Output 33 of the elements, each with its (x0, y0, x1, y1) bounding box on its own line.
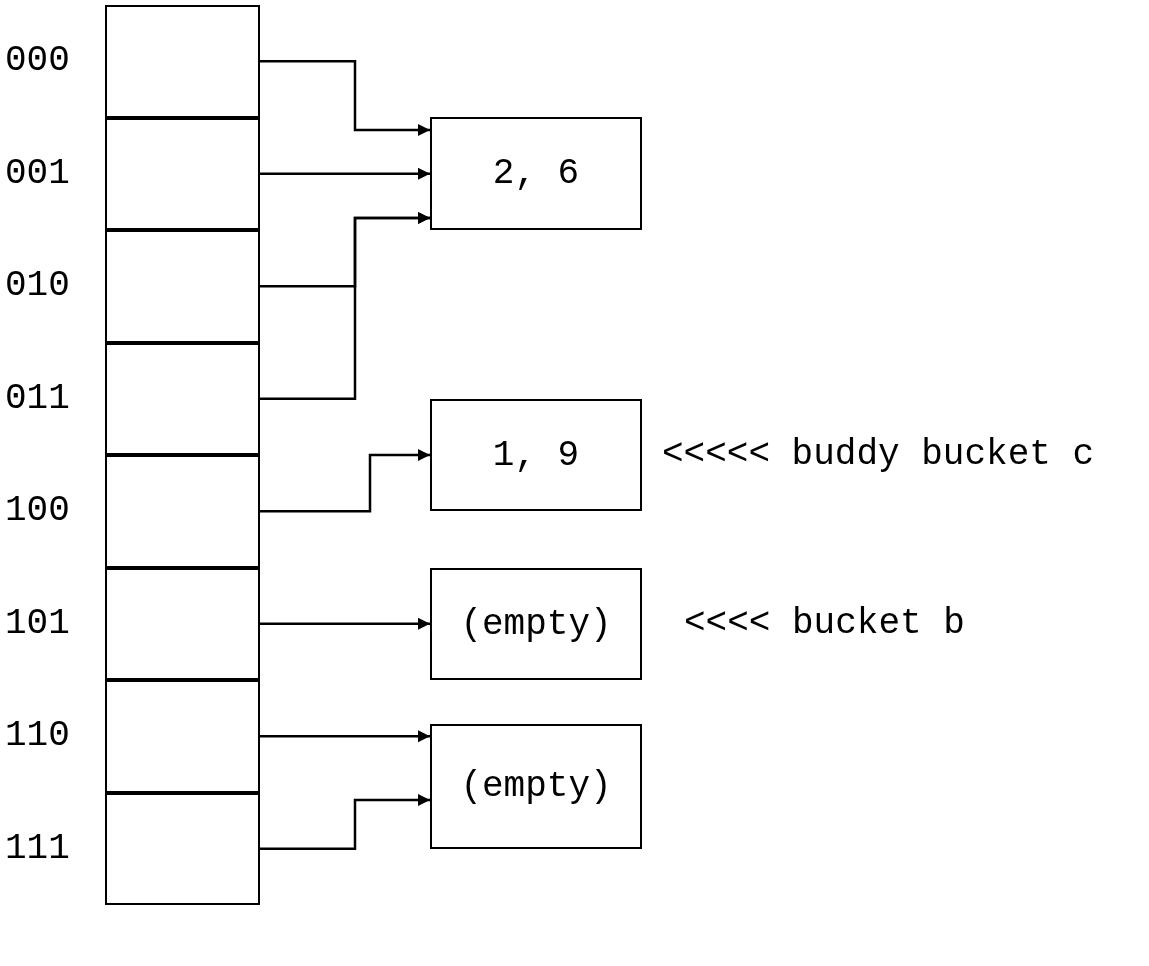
bucket-box (430, 724, 642, 849)
directory-slot (105, 117, 260, 230)
arrow (260, 730, 430, 743)
directory-slot (105, 230, 260, 343)
bucket-contents: 1, 9 (492, 434, 580, 476)
slot-label: 001 (5, 155, 70, 192)
bucket-box (430, 399, 642, 511)
slot-label: 110 (5, 718, 70, 755)
arrow (260, 211, 430, 400)
slot-label: 101 (5, 605, 70, 642)
bucket-box (430, 117, 642, 230)
slot-label: 100 (5, 493, 70, 530)
directory-slot (105, 455, 260, 568)
directory-slot (105, 342, 260, 455)
bucket-contents: (empty) (460, 766, 612, 807)
arrow (260, 448, 430, 513)
bucket-annotation: <<<<< buddy bucket c (662, 437, 1095, 473)
directory-slot (105, 680, 260, 793)
directory-slot (105, 792, 260, 905)
directory-slot (105, 567, 260, 680)
slot-label: 010 (5, 268, 70, 305)
slot-label: 111 (5, 830, 70, 867)
arrow (260, 617, 430, 630)
arrow (260, 167, 430, 180)
bucket-contents: 2, 6 (492, 153, 580, 194)
slot-label: 000 (5, 43, 70, 80)
arrow (260, 60, 430, 137)
directory-slot (105, 5, 260, 118)
slot-label: 011 (5, 380, 70, 417)
bucket-annotation: <<<< bucket b (684, 606, 965, 642)
bucket-contents: (empty) (460, 603, 612, 645)
arrow (260, 793, 430, 850)
bucket-box (430, 568, 642, 680)
